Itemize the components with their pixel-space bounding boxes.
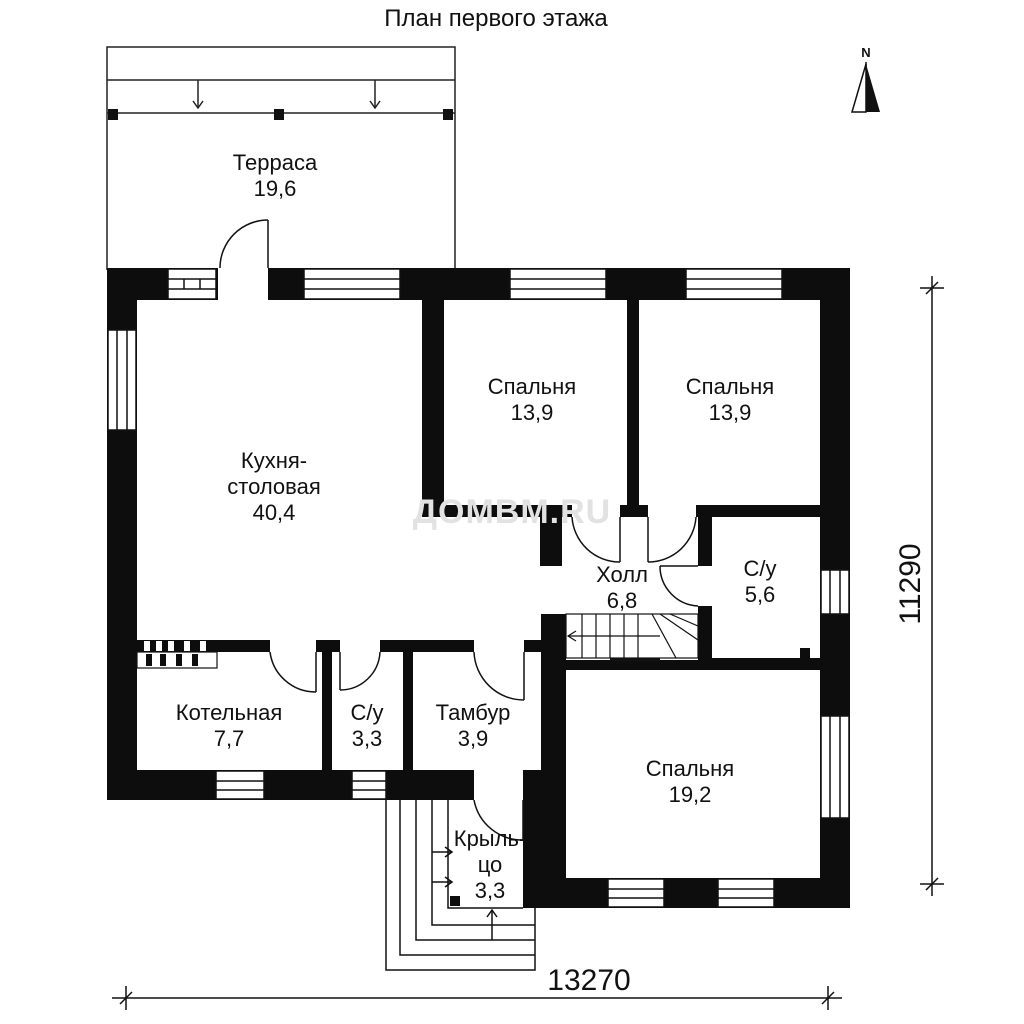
room-area-porch: 3,3 xyxy=(475,878,506,903)
window-frames xyxy=(116,278,841,899)
staircase xyxy=(565,613,699,662)
room-area-bath1: 5,6 xyxy=(745,582,776,607)
width-dimension-line xyxy=(112,986,842,1010)
room-area-bedroom2: 13,9 xyxy=(709,400,752,425)
boiler-vent-icon xyxy=(144,641,206,651)
room-area-vestibule: 3,9 xyxy=(458,726,489,751)
room-name-bedroom3: Спальня xyxy=(646,756,734,781)
boiler-unit-slots xyxy=(146,654,198,666)
room-name-terrace: Терраса xyxy=(233,150,318,175)
boiler-unit xyxy=(136,651,218,669)
room-name-bath1: С/у xyxy=(744,556,777,581)
terrace-posts xyxy=(108,109,453,120)
room-name-bath2: С/у xyxy=(351,700,384,725)
width-dimension: 13270 xyxy=(547,964,630,997)
room-name-kitchen-line2: столовая xyxy=(227,474,321,499)
north-arrow-icon: N xyxy=(851,45,880,113)
room-area-kitchen: 40,4 xyxy=(253,500,296,525)
room-area-bedroom1: 13,9 xyxy=(511,400,554,425)
room-area-hall: 6,8 xyxy=(607,588,638,613)
door-openings xyxy=(218,268,712,800)
room-name-porch-line2: цо xyxy=(478,852,503,877)
room-area-bedroom3: 19,2 xyxy=(669,782,712,807)
door-swings xyxy=(219,219,699,841)
room-name-porch-line1: Крыль- xyxy=(454,826,527,851)
room-area-bath2: 3,3 xyxy=(352,726,383,751)
height-dimension-line xyxy=(920,276,944,896)
porch-steps xyxy=(385,800,536,971)
room-name-kitchen-line1: Кухня- xyxy=(241,448,307,473)
porch-post xyxy=(450,896,460,906)
watermark: ДОМВМ.RU xyxy=(413,493,611,531)
interior-walls xyxy=(137,268,850,776)
room-name-bedroom1: Спальня xyxy=(488,374,576,399)
room-area-terrace: 19,6 xyxy=(254,176,297,201)
windows xyxy=(107,268,850,908)
plan-title: План первого этажа xyxy=(384,5,608,32)
room-area-boiler: 7,7 xyxy=(214,726,245,751)
north-label: N xyxy=(861,45,870,60)
bath-vent xyxy=(800,648,810,658)
room-name-vestibule: Тамбур xyxy=(436,700,511,725)
height-dimension: 11290 xyxy=(894,543,927,624)
room-name-hall: Холл xyxy=(596,562,648,587)
room-name-boiler: Котельная xyxy=(176,700,283,725)
room-name-bedroom2: Спальня xyxy=(686,374,774,399)
